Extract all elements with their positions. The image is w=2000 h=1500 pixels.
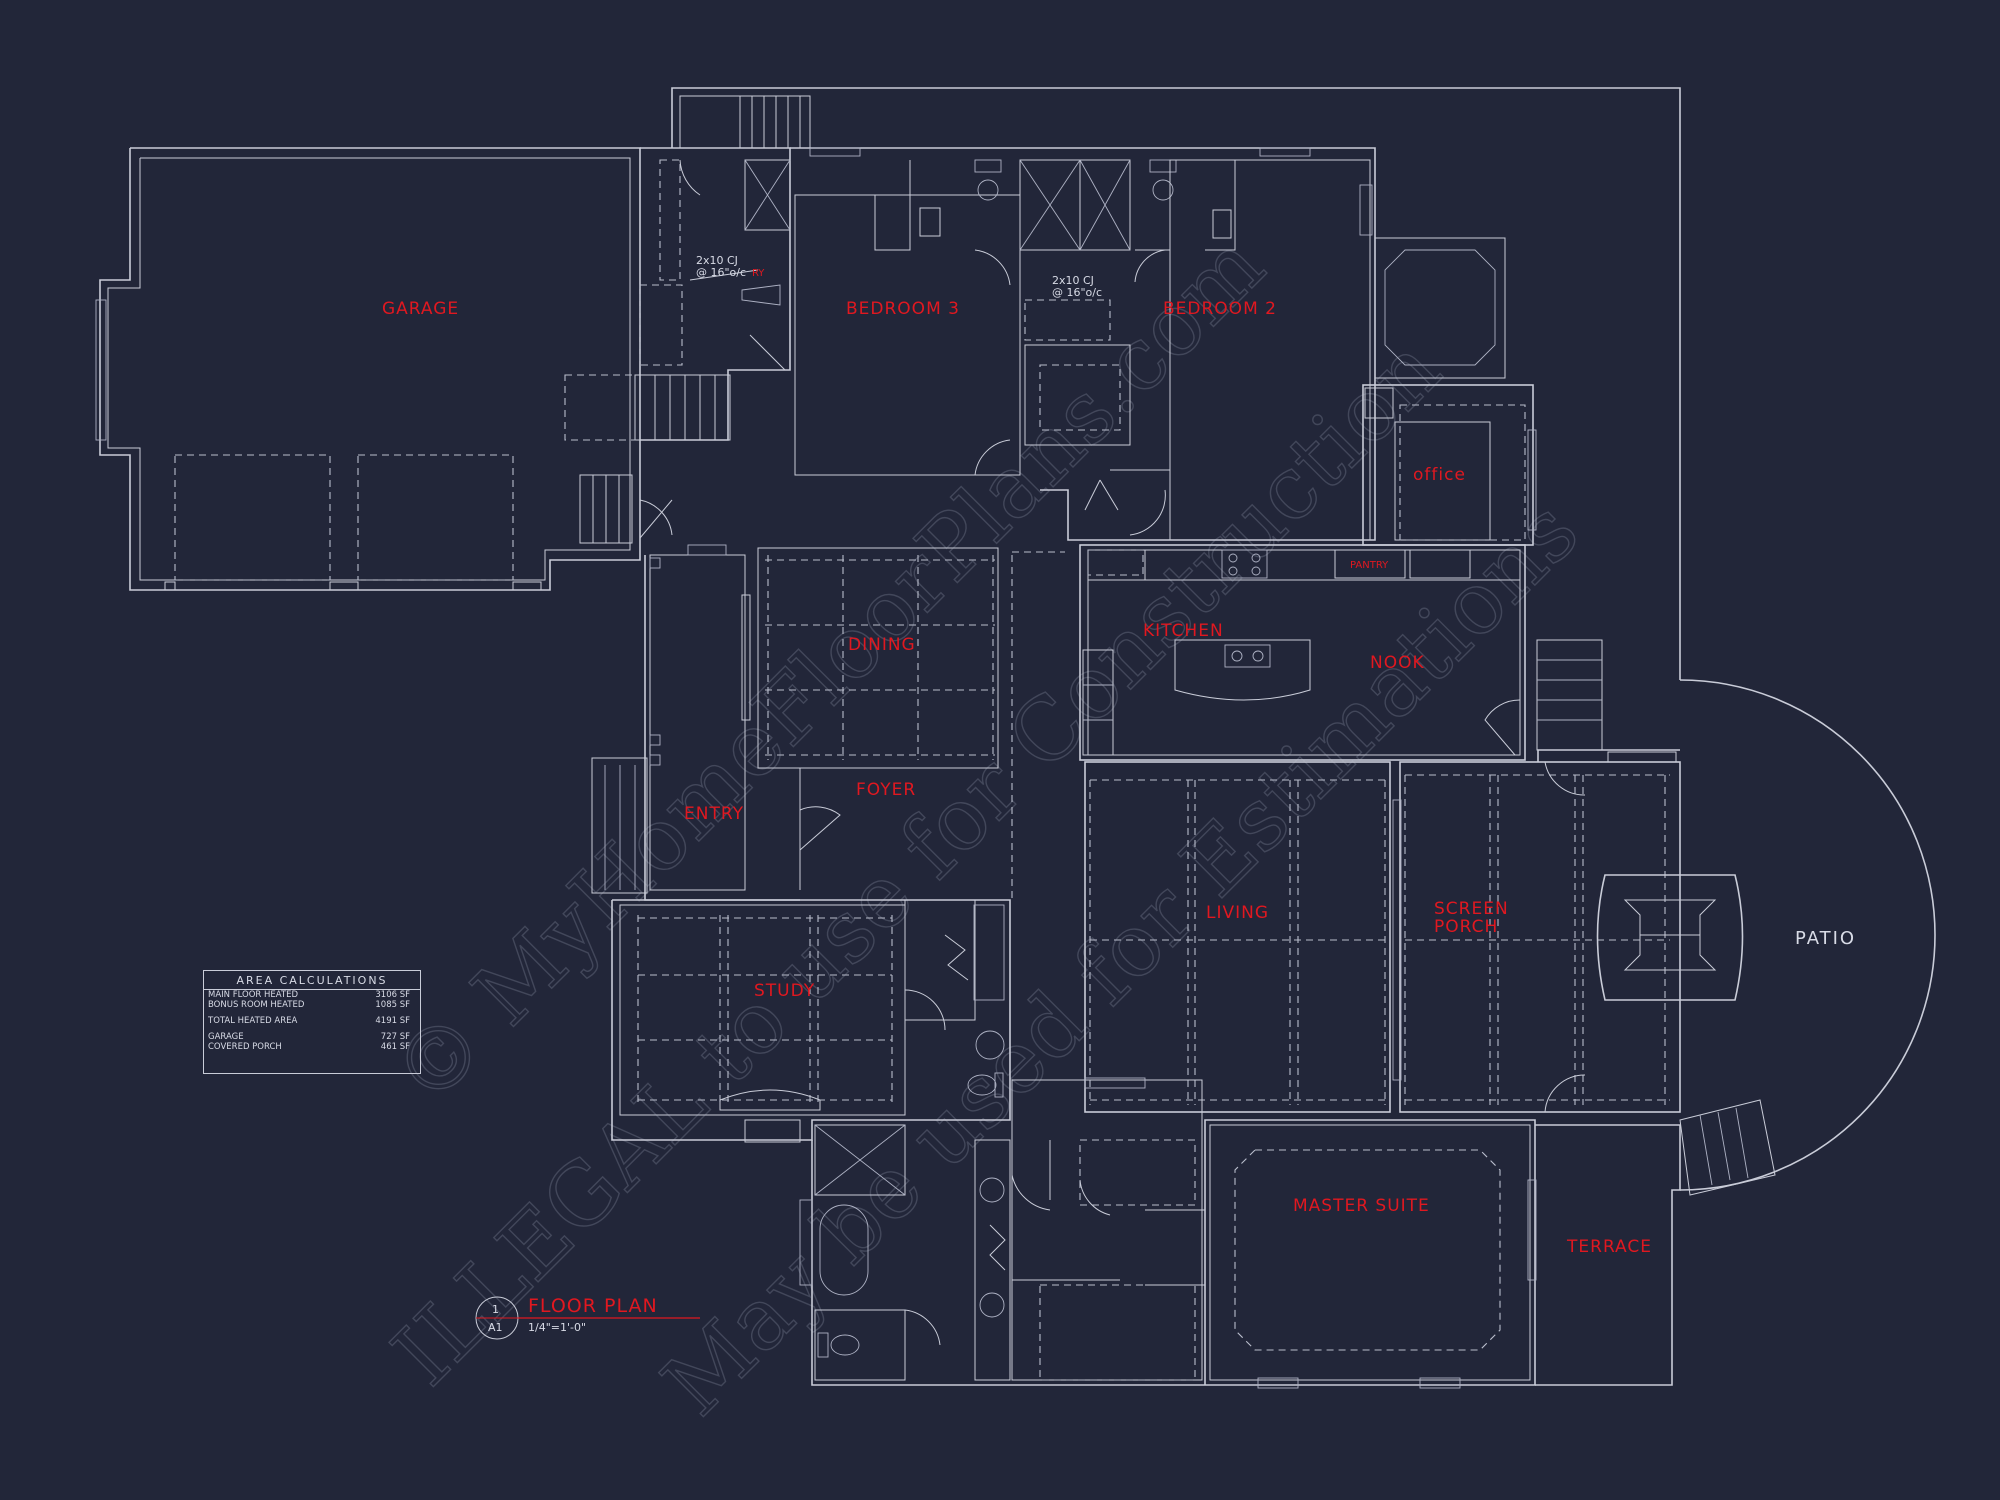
- label-garage: GARAGE: [382, 299, 459, 319]
- floor-plan-title-block: 1 A1 FLOOR PLAN 1/4"=1'-0": [475, 1295, 700, 1340]
- label-pantry: PANTRY: [1350, 560, 1389, 571]
- cj-note-2-line-2: @ 16"o/c: [1052, 286, 1102, 299]
- laundry-area: [639, 147, 791, 539]
- garage-walls: [95, 147, 641, 591]
- area-calculations-title: AREA CALCULATIONS: [204, 971, 420, 990]
- living-screen-porch: [1084, 749, 1744, 1113]
- detail-number: 1: [492, 1303, 499, 1316]
- drawing-scale: 1/4"=1'-0": [528, 1321, 586, 1334]
- label-patio: PATIO: [1795, 928, 1856, 949]
- watermark-line-2: ILLEGAL to use for Construction: [374, 319, 1460, 1405]
- label-laundry-partial: RY: [752, 268, 765, 279]
- patio: [1679, 679, 1936, 1196]
- label-dining: DINING: [848, 635, 916, 655]
- label-screen-porch-2: PORCH: [1434, 917, 1498, 937]
- label-screen-porch-1: SCREEN: [1434, 899, 1509, 919]
- label-bedroom-3: BEDROOM 3: [846, 299, 960, 319]
- room-labels: GARAGE BEDROOM 3 BEDROOM 2 office PANTRY…: [382, 268, 1856, 1257]
- drawing-title: FLOOR PLAN: [528, 1295, 658, 1317]
- study-area: [611, 899, 1011, 1143]
- label-terrace: TERRACE: [1566, 1237, 1652, 1257]
- label-entry: ENTRY: [684, 804, 744, 824]
- label-kitchen: KITCHEN: [1143, 621, 1224, 641]
- cj-note-1-line-1: 2x10 CJ: [696, 254, 738, 267]
- ceiling-joist-notes: 2x10 CJ @ 16"o/c 2x10 CJ @ 16"o/c: [696, 254, 1102, 299]
- cj-note-1-line-2: @ 16"o/c: [696, 266, 746, 279]
- master-bath: [799, 1077, 1536, 1386]
- label-living: LIVING: [1206, 903, 1269, 923]
- label-office: office: [1413, 465, 1466, 485]
- label-bedroom-2: BEDROOM 2: [1163, 299, 1277, 319]
- watermark: © MyHomeFloorPlans.com ILLEGAL to use fo…: [373, 215, 1598, 1436]
- master-suite: [1209, 1124, 1681, 1389]
- sheet-number: A1: [488, 1321, 503, 1334]
- bedroom-wing: [790, 147, 1376, 541]
- label-foyer: FOYER: [856, 780, 916, 800]
- cj-note-2-line-1: 2x10 CJ: [1052, 274, 1094, 287]
- label-study: STUDY: [754, 981, 815, 1001]
- kitchen-nook: [1079, 544, 1603, 761]
- upper-hall-stairs: [564, 87, 1681, 680]
- label-nook: NOOK: [1370, 653, 1425, 673]
- label-master-suite: MASTER SUITE: [1293, 1196, 1430, 1216]
